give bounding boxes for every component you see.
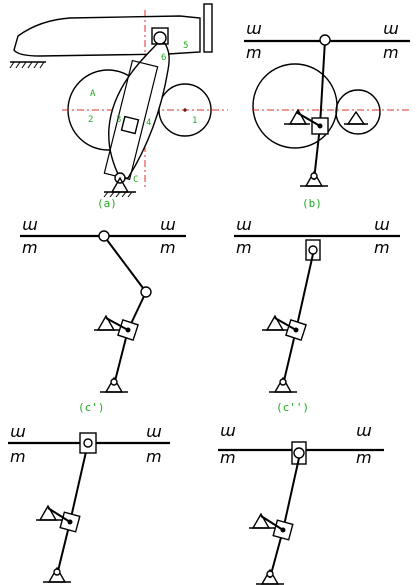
b-small-disk — [335, 89, 381, 135]
label-6: 6 — [161, 53, 166, 63]
c2-bottom-pin — [279, 378, 287, 386]
c2-rail-symbol-tr: ɯ — [374, 215, 390, 234]
panel-c1: ɯ m ɯ m (c') — [20, 215, 186, 414]
b-rail-symbol-bl: m — [246, 43, 262, 62]
panel-a: A 1 2 3 4 5 6 C (a) — [9, 3, 228, 210]
label-4: 4 — [146, 118, 151, 128]
c1-rail-symbol-br: m — [160, 238, 176, 257]
label-2: 2 — [88, 115, 93, 125]
d-rail-symbol-bl: m — [10, 447, 26, 466]
e-upper-lever — [282, 457, 300, 531]
c2-lower-lever — [282, 329, 297, 386]
c2-top-pin — [308, 245, 318, 255]
caption-b: (b) — [302, 197, 322, 210]
b-lower-rod — [313, 125, 321, 181]
label-3: 3 — [116, 115, 121, 125]
label-5: 5 — [183, 41, 188, 51]
ram-body — [13, 15, 201, 57]
c2-rail-symbol-tl: ɯ — [236, 215, 252, 234]
c1-rail-symbol-bl: m — [22, 238, 38, 257]
d-rail-symbol-tl: ɯ — [10, 422, 26, 441]
e-bottom-pin — [266, 570, 274, 578]
c1-middle-joint — [140, 286, 152, 298]
top-pin — [153, 31, 167, 45]
caption-c2: (c'') — [276, 401, 309, 414]
e-rail-symbol-tl: ɯ — [220, 421, 236, 440]
b-rail-symbol-br: m — [383, 43, 399, 62]
caption-c1: (c') — [78, 401, 105, 414]
panel-d: ɯ m ɯ m — [8, 422, 170, 583]
c1-top-joint — [98, 230, 110, 242]
b-rail-symbol-tr: ɯ — [383, 19, 399, 38]
b-small-support — [346, 110, 366, 125]
b-large-disk — [252, 63, 338, 149]
top-slider-5 — [151, 27, 169, 45]
label-A: A — [90, 89, 96, 99]
tool-post — [203, 3, 213, 53]
c2-rail-symbol-bl: m — [236, 238, 252, 257]
c1-coupler — [103, 235, 147, 293]
e-crank — [260, 515, 284, 531]
slider-block-3 — [120, 115, 140, 135]
d-crank — [47, 507, 71, 523]
b-top-joint — [319, 34, 331, 46]
d-bottom-pin — [53, 568, 61, 576]
label-1: 1 — [192, 116, 197, 126]
d-top-pin — [83, 438, 93, 448]
caption-a: (a) — [97, 197, 117, 210]
ram-ground-hatch — [9, 61, 45, 69]
b-bottom-pin — [310, 172, 318, 180]
panel-c2: ɯ m ɯ m (c'') — [234, 215, 400, 414]
d-rail-symbol-tr: ɯ — [146, 422, 162, 441]
b-rail-symbol-tl: ɯ — [246, 19, 262, 38]
e-rail-symbol-tr: ɯ — [356, 421, 372, 440]
e-rail-symbol-bl: m — [220, 448, 236, 467]
panel-b: ɯ m ɯ m (b) — [244, 19, 412, 210]
c1-bottom-pin — [110, 378, 118, 386]
pivot-c-hatch — [103, 191, 133, 198]
panel-e: ɯ m ɯ m — [218, 421, 384, 585]
c2-crank — [274, 317, 297, 331]
c1-lower-lever — [113, 329, 129, 386]
c1-crank — [105, 317, 129, 331]
c2-rail-symbol-br: m — [374, 238, 390, 257]
d-lower-lever — [56, 521, 71, 576]
b-upper-rod — [319, 39, 326, 127]
c1-rail-symbol-tr: ɯ — [160, 215, 176, 234]
e-rail-symbol-br: m — [356, 448, 372, 467]
d-rail-symbol-br: m — [146, 447, 162, 466]
c1-rail-symbol-tl: ɯ — [22, 215, 38, 234]
d-upper-lever — [69, 442, 89, 523]
label-C: C — [133, 175, 138, 185]
e-top-pin — [293, 447, 305, 459]
c2-upper-lever — [295, 253, 314, 331]
